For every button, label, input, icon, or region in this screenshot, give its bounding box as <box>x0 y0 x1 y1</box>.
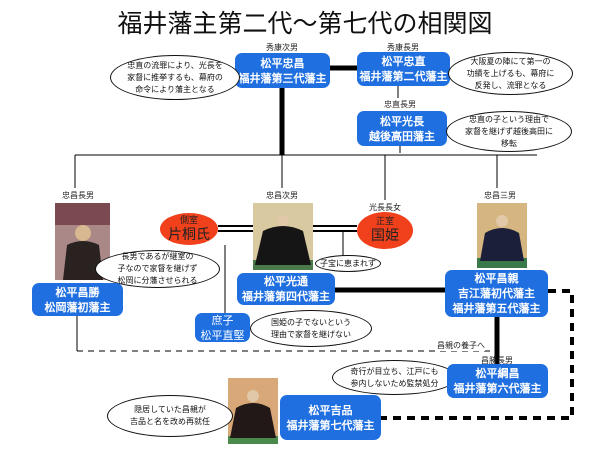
note-line: 長男であるが継室の <box>121 252 194 261</box>
note-mitsunaga: 忠直の子という理由で家督を継げず越後高田に移転 <box>446 111 572 152</box>
relation-label: 忠昌三男 <box>484 191 516 200</box>
note-line: 命令により藩主となる <box>135 84 215 94</box>
person-naokata[interactable]: 庶子 松平直堅 <box>195 313 250 342</box>
note-line: 奇行が目立ち、江戸にも <box>350 366 439 376</box>
person-tadanao[interactable]: 松平忠直 福井藩第二代藩主 <box>357 52 450 86</box>
note-line: 家督に推挙するも、幕府の <box>127 72 223 82</box>
relation-label: 光長長女 <box>369 203 401 212</box>
note-line: 参内しないため監禁処分 <box>350 378 439 388</box>
person-tadamasa[interactable]: 松平忠昌 福井藩第三代藩主 <box>235 53 330 88</box>
person-title: 福井藩第六代藩主 <box>453 382 542 395</box>
person-mitsumichi[interactable]: 松平光通 福井藩第四代藩主 <box>237 273 335 305</box>
person-title: 松岡藩初藩主 <box>44 300 111 314</box>
person-title: 福井藩第二代藩主 <box>359 70 448 83</box>
note-yoshinori: 隠居していた昌親が吉品と名を改め再就任 <box>107 395 233 437</box>
person-mitsunaga[interactable]: 松平光長 越後高田藩主 <box>357 111 447 146</box>
relation-label: 忠昌次男 <box>266 191 298 200</box>
portrait-mitsumichi <box>253 203 313 270</box>
person-title: 福井藩第三代藩主 <box>238 71 327 85</box>
wife-text: 片桐氏 <box>168 226 210 243</box>
note-masakatsu: 長男であるが継室の子なので家督を継げず松岡に分藩させられる <box>95 250 220 288</box>
note-line: 子宝に恵まれず <box>320 258 376 268</box>
note-line: 忠直の子という理由で <box>469 114 549 124</box>
person-tsunamasa[interactable]: 松平綱昌 福井藩第六代藩主 <box>447 364 548 398</box>
person-name: 松平綱昌 <box>475 367 520 380</box>
note-line: 松岡に分藩させられる <box>117 276 198 285</box>
note-line: 反発し、流罪となる <box>474 80 547 90</box>
person-title: 福井藩第七代藩主 <box>286 418 375 432</box>
note-line: 理由で家督を継げない <box>271 329 351 339</box>
person-title: 吉江藩初代藩主 <box>458 287 535 300</box>
person-title: 越後高田藩主 <box>369 129 435 143</box>
relation-label: 忠昌長男 <box>62 191 94 200</box>
person-title: 福井藩第四代藩主 <box>242 290 330 303</box>
note-line: 国姫の子でないという <box>271 317 351 327</box>
note-line: 功績を上げるも、幕府に <box>466 68 555 78</box>
return-line <box>380 289 574 420</box>
person-title: 福井藩第五代藩主 <box>452 302 541 315</box>
wife-katagiri[interactable]: 側室片桐氏 <box>160 213 218 245</box>
wife-text: 正室 <box>375 217 394 227</box>
note-line: 子なので家督を継げず <box>117 264 198 273</box>
note-line: 家督を継げず越後高田に <box>465 126 553 136</box>
wife-kunihime[interactable]: 正室国姫 <box>357 212 413 249</box>
portrait-masachika <box>477 203 527 268</box>
portrait-masakatsu <box>55 203 110 280</box>
person-name: 松平忠昌 <box>260 56 305 70</box>
note-naokata: 国姫の子でないという理由で家督を継げない <box>250 310 372 347</box>
person-name: 松平光長 <box>380 114 424 128</box>
person-name: 松平直堅 <box>200 328 245 342</box>
note-tadamasa: 忠直の流罪により、光長を家督に推挙するも、幕府の命令により藩主となる <box>110 55 240 100</box>
person-name: 松平忠直 <box>381 55 426 68</box>
person-name: 松平昌勝 <box>55 285 100 299</box>
note-childless: 子宝に恵まれず <box>315 255 381 272</box>
note-line: 大阪夏の陣にて第一の <box>470 56 551 66</box>
person-yoshinori[interactable]: 松平吉品 福井藩第七代藩主 <box>280 395 381 440</box>
wife-text: 国姫 <box>371 228 399 244</box>
relation-label: 秀康次男 <box>266 43 298 52</box>
person-name: 松平光通 <box>264 275 308 288</box>
note-tsunamasa: 奇行が目立ち、江戸にも参内しないため監禁処分 <box>332 360 457 395</box>
note-line: 忠直の流罪により、光長を <box>127 60 223 70</box>
wife-text: 側室 <box>179 215 198 226</box>
adoption-label: 昌親の養子へ <box>437 340 485 351</box>
note-tadanao: 大阪夏の陣にて第一の功績を上げるも、幕府に反発し、流罪となる <box>448 52 573 95</box>
note-line: 吉品と名を改め再就任 <box>130 417 210 426</box>
person-name: 松平吉品 <box>308 403 353 417</box>
person-name: 松平昌親 <box>474 272 519 285</box>
note-line: 移転 <box>501 138 517 148</box>
relation-label: 庶子 <box>211 313 234 327</box>
portrait-yoshinori <box>228 378 278 444</box>
person-masakatsu[interactable]: 松平昌勝 松岡藩初藩主 <box>32 283 123 316</box>
page-title: 福井藩主第二代〜第七代の相関図 <box>117 9 493 38</box>
relation-label: 忠直長男 <box>384 100 416 109</box>
note-line: 隠居していた昌親が <box>134 405 206 414</box>
relation-label: 秀康長男 <box>387 43 419 52</box>
person-masachika[interactable]: 松平昌親 吉江藩初代藩主 福井藩第五代藩主 <box>445 270 548 317</box>
relation-label: 昌勝長男 <box>481 356 513 365</box>
